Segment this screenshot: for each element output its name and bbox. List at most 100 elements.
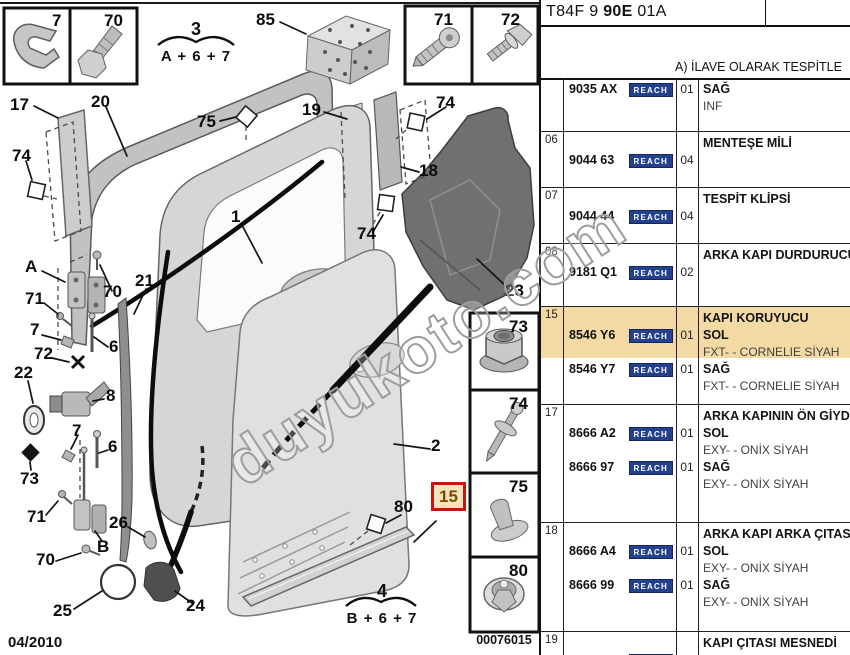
column-divider [698,244,699,306]
callout-72[interactable]: 72 [501,10,520,29]
callout-21[interactable]: 21 [135,271,154,290]
table-line: EXY- - ONİX SİYAH [541,442,850,459]
reach-badge[interactable]: REACH [628,426,673,441]
reach-badge[interactable]: REACH [628,265,673,280]
quantity-cell [676,635,698,652]
reach-badge[interactable]: REACH [628,362,673,377]
callout-17[interactable]: 17 [10,95,29,114]
part-number[interactable]: 8546 Y6 [569,328,616,342]
reach-badge[interactable]: REACH [628,153,673,168]
callout-7[interactable]: 7 [52,11,62,30]
column-divider [563,523,564,631]
part-number[interactable]: 8546 Y7 [569,362,616,376]
callout-18[interactable]: 18 [419,161,438,180]
part-number[interactable]: 9044 63 [569,153,615,167]
reach-badge[interactable]: REACH [628,328,673,343]
callout-1[interactable]: 1 [231,207,241,226]
reach-badge[interactable]: REACH [628,578,673,593]
callout-19[interactable]: 19 [302,100,321,119]
callout-20[interactable]: 20 [91,92,110,111]
callout-73[interactable]: 73 [20,469,39,488]
callout-70[interactable]: 70 [103,282,122,301]
column-divider [563,78,564,131]
part-number[interactable]: 9035 AX [569,82,618,96]
callout-71[interactable]: 71 [434,10,453,29]
part-number-cell: 8666 A4 REACH [563,543,676,560]
callout-74[interactable]: 74 [509,394,528,413]
reach-badge[interactable]: REACH [628,460,673,475]
callout-15-highlighted[interactable]: 15 [431,482,466,511]
callout-8[interactable]: 8 [106,386,116,405]
callout-26[interactable]: 26 [109,513,128,532]
callout-6[interactable]: 6 [109,337,119,356]
callout-74[interactable]: 74 [357,224,376,243]
part-number-cell [563,408,676,425]
door-panel-2 [227,249,410,617]
figure-code-bold: 90E [603,3,633,20]
quantity-cell [676,476,698,493]
table-line: FXT- - CORNELIE SİYAH [541,378,850,395]
part-number-cell [563,310,676,327]
callout-A[interactable]: A [25,257,38,276]
screw-71-icon [412,27,460,67]
part-number[interactable]: 9044 44 [569,209,615,223]
callout-80[interactable]: 80 [509,561,528,580]
row-ref-number: 08 [545,246,558,258]
description-cell: SOL [703,328,729,342]
callout-80[interactable]: 80 [394,497,413,516]
column-divider [698,405,699,522]
callout-23[interactable]: 23 [505,281,524,300]
callout-7[interactable]: 7 [72,421,82,440]
callout-70[interactable]: 70 [36,550,55,569]
part-number-cell [563,191,676,208]
quantity-cell [676,310,698,327]
callout-72[interactable]: 72 [34,344,53,363]
callout-6[interactable]: 6 [108,437,118,456]
part-number[interactable]: 9181 Q1 [569,265,617,279]
clip-75-icon [490,498,529,542]
callout-75[interactable]: 75 [509,477,528,496]
callout-70[interactable]: 70 [104,11,123,30]
callout-25[interactable]: 25 [53,601,72,620]
callout-73[interactable]: 73 [509,317,528,336]
part-number[interactable]: 8666 A5 [569,652,616,655]
callout-85[interactable]: 85 [256,10,275,29]
table-line: ARKA KAPI DURDURUCU [541,247,850,264]
ref-spacer [541,264,563,281]
column-divider [698,307,699,404]
callout-24[interactable]: 24 [186,596,205,615]
part-number[interactable]: 8666 97 [569,460,615,474]
callout-71[interactable]: 71 [25,289,44,308]
callout-2[interactable]: 2 [431,436,441,455]
part-number-cell [563,476,676,493]
part-number[interactable]: 8666 99 [569,578,615,592]
reach-badge[interactable]: REACH [628,653,673,655]
reach-badge[interactable]: REACH [628,82,673,97]
column-divider [676,78,677,131]
callout-74[interactable]: 74 [436,93,455,112]
reach-badge[interactable]: REACH [628,209,673,224]
callout-71[interactable]: 71 [27,507,46,526]
callout-74[interactable]: 74 [12,146,31,165]
part-number[interactable]: 8666 A4 [569,544,616,558]
callout-B[interactable]: B [97,537,110,556]
reach-badge[interactable]: REACH [628,544,673,559]
callout-22[interactable]: 22 [14,363,33,382]
revision-date: 04/2010 [8,634,63,651]
callout-7[interactable]: 7 [30,320,40,339]
column-divider [698,78,699,131]
part-number[interactable]: 8666 A2 [569,426,616,440]
stop-26 [143,530,157,550]
callout-75[interactable]: 75 [197,112,216,131]
